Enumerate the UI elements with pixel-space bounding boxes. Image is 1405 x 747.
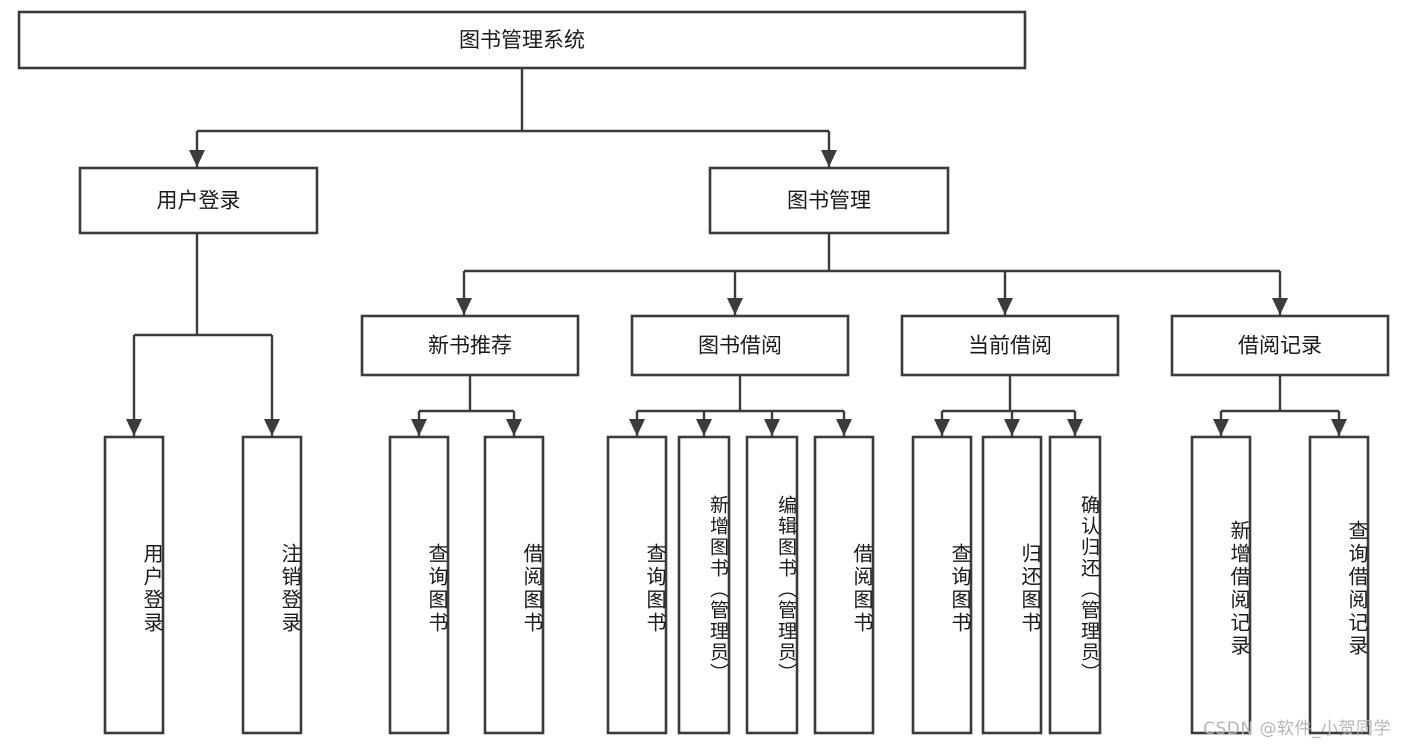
node-root[interactable] (17, 10, 1027, 70)
node-leaf-confirm-return[interactable] (1048, 435, 1102, 735)
node-borrow-record-label: 借阅记录 (1238, 334, 1322, 358)
arrow-head-icon (764, 419, 780, 436)
arrow-head-icon (696, 419, 712, 436)
connector-layer (126, 68, 1347, 436)
node-leaf-user-login[interactable] (103, 435, 165, 735)
node-book-borrow[interactable] (630, 314, 850, 377)
node-user-login[interactable] (78, 166, 319, 235)
node-leaf-edit-book[interactable] (745, 435, 799, 735)
node-book-manage[interactable] (708, 166, 950, 235)
node-box-layer (17, 10, 1390, 735)
arrow-head-icon (1272, 298, 1288, 315)
node-leaf-query-book-c[interactable] (911, 435, 973, 735)
node-leaf-logout-login[interactable] (241, 435, 303, 735)
node-new-book-recommend[interactable] (360, 314, 580, 377)
node-book-borrow-label: 图书借阅 (698, 334, 782, 358)
arrow-head-icon (189, 150, 205, 167)
arrow-head-icon (1067, 419, 1083, 436)
node-leaf-borrow-book-b[interactable] (813, 435, 875, 735)
node-new-book-recommend-label: 新书推荐 (428, 334, 512, 358)
node-root-label: 图书管理系统 (459, 28, 585, 52)
arrow-head-icon (264, 419, 280, 436)
node-leaf-add-book[interactable] (677, 435, 731, 735)
node-current-borrow[interactable] (900, 314, 1120, 377)
node-current-borrow-label: 当前借阅 (968, 334, 1052, 358)
arrow-head-icon (934, 419, 950, 436)
arrow-head-icon (821, 150, 837, 167)
arrow-head-icon (411, 419, 427, 436)
arrow-head-icon (997, 298, 1013, 315)
node-leaf-borrow-book-a[interactable] (483, 435, 545, 735)
node-book-manage-label: 图书管理 (787, 189, 871, 213)
node-leaf-query-book-a[interactable] (388, 435, 450, 735)
node-leaf-query-book-b[interactable] (606, 435, 668, 735)
arrow-head-icon (506, 419, 522, 436)
watermark-text: CSDN @软件_小贺同学 (1203, 719, 1391, 739)
arrow-head-icon (836, 419, 852, 436)
arrow-head-icon (1331, 419, 1347, 436)
arrow-head-icon (456, 298, 472, 315)
node-leaf-return-book[interactable] (981, 435, 1043, 735)
arrow-head-icon (1004, 419, 1020, 436)
arrow-head-icon (629, 419, 645, 436)
node-leaf-add-borrow-record[interactable] (1190, 435, 1252, 735)
node-borrow-record[interactable] (1170, 314, 1390, 377)
node-leaf-query-borrow-record[interactable] (1308, 435, 1370, 735)
arrow-head-icon (126, 419, 142, 436)
arrow-head-icon (1213, 419, 1229, 436)
node-user-login-label: 用户登录 (157, 189, 241, 213)
arrow-head-icon (727, 298, 743, 315)
